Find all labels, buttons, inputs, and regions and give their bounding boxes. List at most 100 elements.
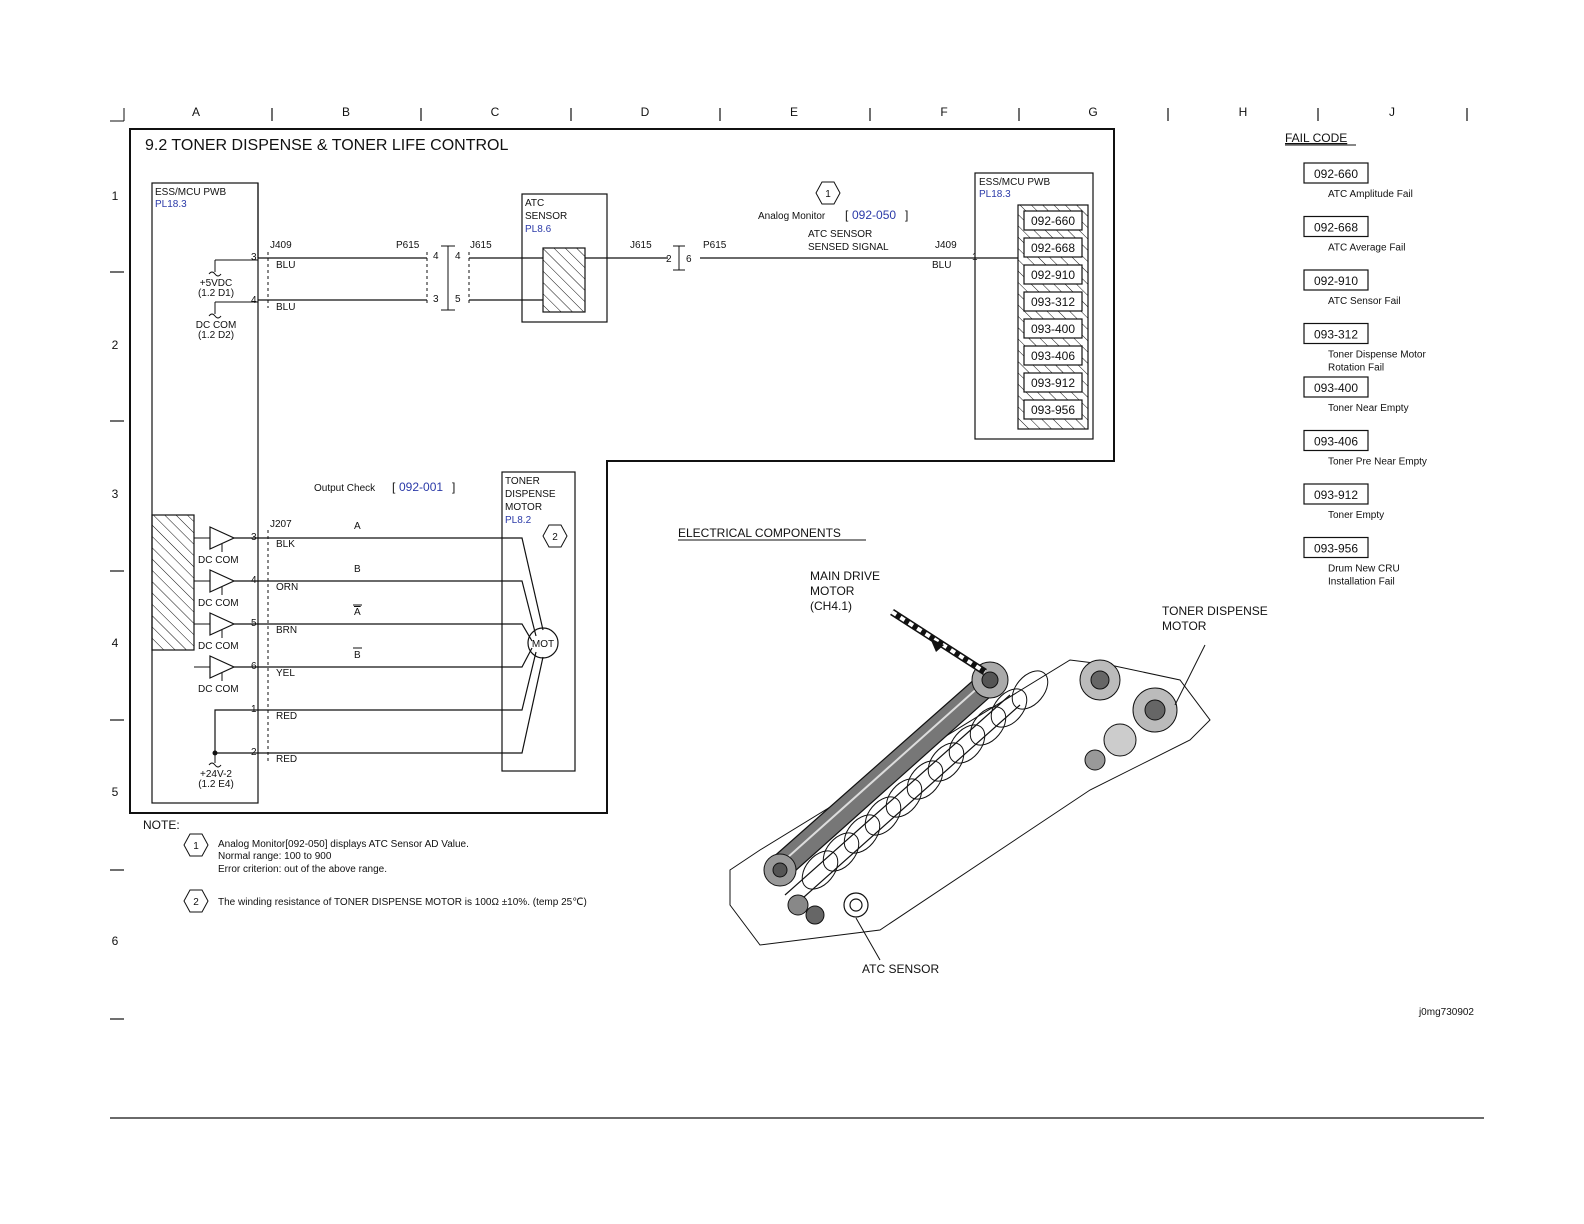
svg-text:YEL: YEL bbox=[276, 668, 295, 679]
main-drive-shaft bbox=[890, 609, 987, 675]
fail-code-box bbox=[1303, 536, 1369, 559]
svg-text:ESS/MCU PWB: ESS/MCU PWB bbox=[979, 177, 1050, 188]
atc-wiring-right: J615 P615 2 6 J409 BLU 1 bbox=[630, 240, 978, 271]
auger-coil bbox=[990, 688, 1028, 728]
box-fail-code-text: 093-406 bbox=[1031, 349, 1075, 363]
svg-text:ATC SENSOR: ATC SENSOR bbox=[862, 962, 939, 976]
svg-text:2: 2 bbox=[552, 532, 558, 543]
svg-text:SENSED SIGNAL: SENSED SIGNAL bbox=[808, 242, 889, 253]
row-label: 5 bbox=[112, 785, 119, 799]
fail-code-desc: Toner Pre Near Empty bbox=[1328, 457, 1427, 468]
analog-monitor-note: 1 Analog Monitor [ 092-050 ] ATC SENSOR … bbox=[758, 181, 908, 253]
fail-code: 092-660 bbox=[1314, 167, 1358, 181]
power-feeds-top: +5VDC (1.2 D1) DC COM (1.2 D2) bbox=[196, 259, 258, 341]
box-fail-code-text: 093-956 bbox=[1031, 403, 1075, 417]
assembly-illustration bbox=[729, 609, 1211, 961]
svg-text:PL8.2: PL8.2 bbox=[505, 515, 532, 526]
col-label: H bbox=[1239, 105, 1248, 119]
svg-text:PL18.3: PL18.3 bbox=[979, 189, 1011, 200]
svg-text:DC COM: DC COM bbox=[198, 598, 239, 609]
auger-coil bbox=[822, 832, 860, 872]
svg-text:P615: P615 bbox=[703, 240, 727, 251]
fail-code-desc: Rotation Fail bbox=[1328, 363, 1384, 374]
driver-ic bbox=[151, 514, 195, 651]
box-fail-code bbox=[1023, 237, 1083, 258]
fail-code-box bbox=[1303, 162, 1369, 184]
electrical-components: ELECTRICAL COMPONENTS MAIN DRIVE MOTOR (… bbox=[678, 526, 1268, 976]
svg-text:BLK: BLK bbox=[276, 539, 295, 550]
svg-text:(CH4.1): (CH4.1) bbox=[810, 599, 852, 613]
grid-frame: A B C D E F G H J 1 2 3 4 5 6 bbox=[110, 105, 1468, 1020]
svg-text:A: A bbox=[354, 607, 361, 618]
row-label: 1 bbox=[112, 189, 119, 203]
svg-text:B: B bbox=[354, 564, 361, 575]
svg-text:MOTOR: MOTOR bbox=[505, 502, 542, 513]
fail-code: 093-406 bbox=[1314, 435, 1358, 449]
fail-code-box bbox=[1303, 322, 1369, 345]
diagram-outline bbox=[129, 128, 1115, 814]
svg-text:DC COM: DC COM bbox=[198, 641, 239, 652]
svg-text:]: ] bbox=[905, 208, 908, 222]
svg-text:4: 4 bbox=[433, 251, 439, 262]
svg-text:MOT: MOT bbox=[532, 639, 554, 650]
fail-code-box bbox=[1303, 376, 1369, 398]
box-fail-code bbox=[1023, 210, 1083, 231]
fail-code: 093-400 bbox=[1314, 381, 1358, 395]
driver-amp bbox=[209, 612, 236, 636]
svg-text:J615: J615 bbox=[470, 240, 492, 251]
svg-text:4: 4 bbox=[251, 575, 257, 586]
box-fail-code bbox=[1023, 399, 1083, 420]
auger-coil bbox=[864, 796, 902, 836]
col-label: B bbox=[342, 105, 350, 119]
svg-text:6: 6 bbox=[251, 661, 257, 672]
svg-text:MOTOR: MOTOR bbox=[1162, 619, 1207, 633]
svg-text:092-001: 092-001 bbox=[399, 480, 443, 494]
svg-text:(1.2 D2): (1.2 D2) bbox=[198, 330, 234, 341]
svg-text:Output Check: Output Check bbox=[314, 483, 376, 494]
fail-code-box bbox=[1303, 429, 1369, 452]
svg-text:B: B bbox=[354, 650, 361, 661]
svg-text:]: ] bbox=[452, 480, 455, 494]
svg-text:BLU: BLU bbox=[276, 302, 295, 313]
fail-code-desc: ATC Amplitude Fail bbox=[1328, 189, 1413, 200]
svg-text:MOTOR: MOTOR bbox=[810, 584, 855, 598]
svg-text:BRN: BRN bbox=[276, 625, 297, 636]
box-fail-code bbox=[1023, 345, 1083, 366]
output-check-note: Output Check [ 092-001 ] bbox=[314, 480, 455, 494]
svg-text:3: 3 bbox=[251, 252, 257, 263]
atc-wiring-left: J409 3 4 BLU BLU P615 J615 4 4 3 5 bbox=[251, 240, 543, 313]
svg-text:BLU: BLU bbox=[932, 260, 951, 271]
driver-amp bbox=[209, 526, 236, 550]
svg-text:[: [ bbox=[845, 208, 849, 222]
svg-text:6: 6 bbox=[686, 254, 692, 265]
fail-code-desc: Toner Near Empty bbox=[1328, 403, 1409, 414]
svg-text:DC COM: DC COM bbox=[198, 684, 239, 695]
motor-wiring: J207 3 4 5 6 1 2 BLK ORN BRN YEL RED RED… bbox=[198, 519, 544, 790]
atc-sensor: ATC SENSOR PL8.6 bbox=[521, 193, 668, 323]
svg-text:FAIL CODE: FAIL CODE bbox=[1285, 131, 1347, 145]
motor-drivers: DC COM DC COM DC COM DC COM bbox=[194, 526, 258, 695]
auger-coil bbox=[843, 814, 881, 854]
svg-text:Analog Monitor: Analog Monitor bbox=[758, 211, 826, 222]
col-label: G bbox=[1088, 105, 1097, 119]
svg-text:ELECTRICAL COMPONENTS: ELECTRICAL COMPONENTS bbox=[678, 526, 841, 540]
box-fail-code-text: 092-668 bbox=[1031, 241, 1075, 255]
svg-text:MAIN DRIVE: MAIN DRIVE bbox=[810, 569, 880, 583]
fail-code-box bbox=[1303, 483, 1369, 505]
svg-text:PL18.3: PL18.3 bbox=[155, 199, 187, 210]
fail-code: 093-312 bbox=[1314, 328, 1358, 342]
auger-coil bbox=[1011, 670, 1049, 710]
svg-text:5: 5 bbox=[251, 618, 257, 629]
box-fail-code bbox=[1023, 291, 1083, 312]
svg-text:DC COM: DC COM bbox=[196, 320, 237, 331]
auger-coil bbox=[927, 742, 965, 782]
figure-id: j0mg730902 bbox=[1418, 1007, 1474, 1018]
svg-text:J409: J409 bbox=[270, 240, 292, 251]
svg-text:+24V-2: +24V-2 bbox=[200, 769, 232, 780]
notes: NOTE: 1 Analog Monitor[092-050] displays… bbox=[143, 818, 587, 913]
ess-mcu-pwb-left: ESS/MCU PWB PL18.3 bbox=[151, 182, 259, 804]
svg-text:1: 1 bbox=[825, 189, 831, 200]
fail-code-desc: ATC Average Fail bbox=[1328, 243, 1405, 254]
row-label: 2 bbox=[112, 338, 119, 352]
